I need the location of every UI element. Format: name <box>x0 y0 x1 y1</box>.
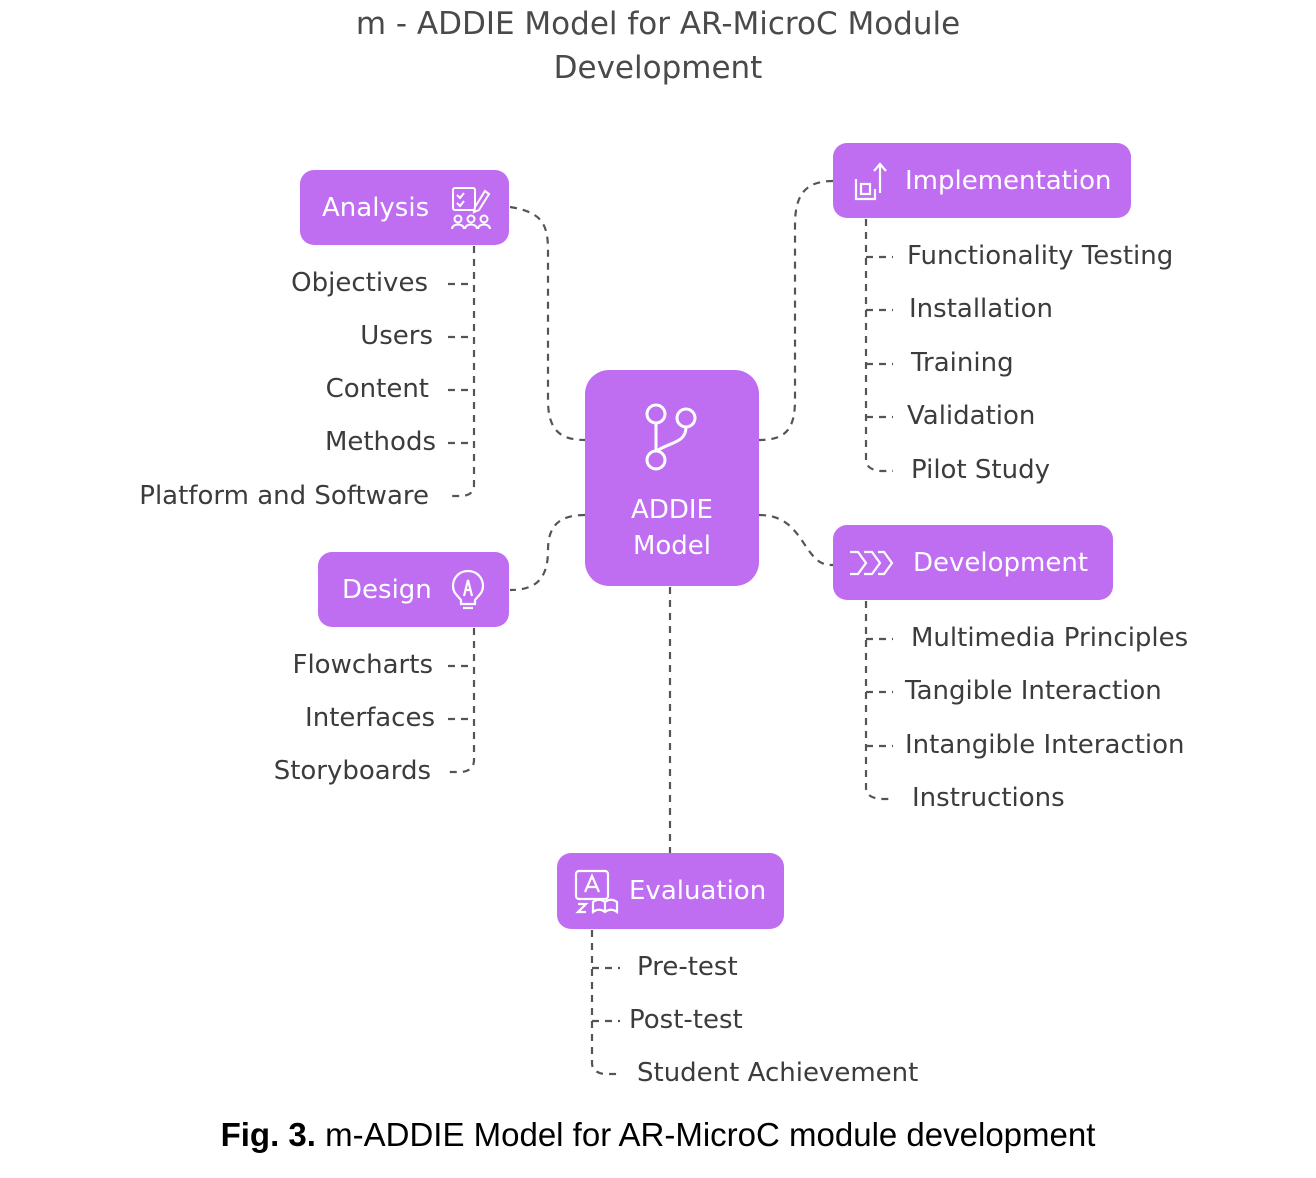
title-line-1: m - ADDIE Model for AR-MicroC Module <box>355 6 961 42</box>
connector-development <box>758 513 834 567</box>
git-branch-icon <box>642 402 702 476</box>
phase-design-node: Design <box>318 552 509 627</box>
diagram-title: m - ADDIE Model for AR-MicroC Module Dev… <box>0 2 1316 90</box>
design-item: Interfaces <box>305 703 435 733</box>
analysis-item: Methods <box>324 427 436 457</box>
phase-evaluation-label: Evaluation <box>629 876 767 906</box>
figure-caption-prefix: Fig. 3. <box>220 1116 316 1153</box>
development-item: Tangible Interaction <box>905 676 1162 706</box>
implementation-item: Functionality Testing <box>907 241 1174 271</box>
connector-implementation <box>758 179 834 442</box>
connector-design <box>509 513 586 592</box>
phase-analysis-node: Analysis <box>300 170 509 245</box>
development-item: Intangible Interaction <box>905 730 1185 760</box>
title-line-2: Development <box>553 50 763 86</box>
development-item: Instructions <box>912 783 1065 813</box>
phase-implementation-node: Implementation <box>833 143 1131 218</box>
development-item: Multimedia Principles <box>911 623 1189 653</box>
analysis-item: Platform and Software <box>139 481 429 511</box>
upload-box-icon <box>853 159 887 203</box>
figure-caption: Fig. 3. m-ADDIE Model for AR-MicroC modu… <box>0 1113 1316 1157</box>
connector-analysis <box>509 205 586 442</box>
phase-implementation-label: Implementation <box>905 165 1112 196</box>
analysis-item: Users <box>360 321 433 351</box>
phase-development-label: Development <box>913 547 1089 578</box>
phase-evaluation-node: Evaluation <box>557 853 784 929</box>
analysis-item: Content <box>325 374 429 404</box>
evaluation-item: Pre-test <box>637 952 738 982</box>
implementation-item: Installation <box>909 294 1054 324</box>
implementation-item: Training <box>911 348 1014 378</box>
phase-development-node: Development <box>833 525 1113 600</box>
lightbulb-pencil-icon <box>450 568 486 612</box>
center-node-label: ADDIE Model <box>631 495 713 561</box>
phase-analysis-label: Analysis <box>322 192 430 223</box>
phase-design-label: Design <box>342 574 432 605</box>
chevrons-right-icon <box>847 548 897 578</box>
implementation-item: Validation <box>907 401 1036 431</box>
design-item: Storyboards <box>273 756 431 786</box>
analysis-item: Objectives <box>291 268 428 298</box>
center-node-addie-model: ADDIE Model <box>585 370 759 586</box>
figure-caption-text: m-ADDIE Model for AR-MicroC module devel… <box>325 1116 1096 1153</box>
design-item: Flowcharts <box>292 650 434 680</box>
evaluation-item: Post-test <box>629 1005 743 1035</box>
evaluation-item: Student Achievement <box>637 1058 919 1088</box>
implementation-item: Pilot Study <box>911 455 1050 485</box>
book-letter-icon <box>573 868 619 914</box>
checklist-group-icon <box>449 185 493 231</box>
